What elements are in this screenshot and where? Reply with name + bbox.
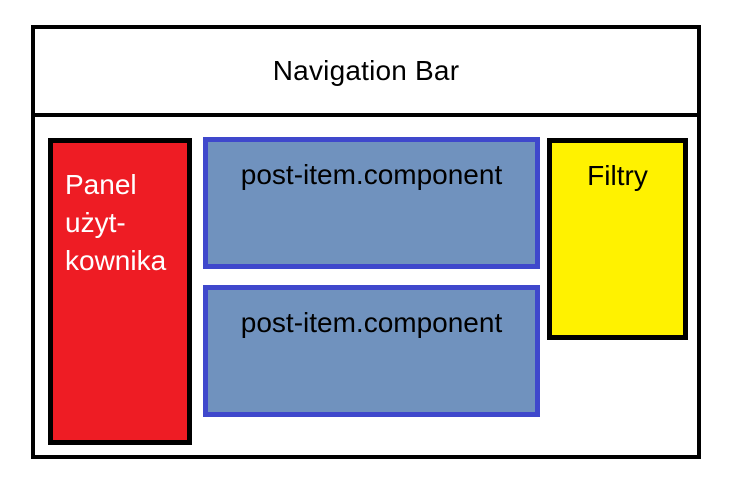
user-panel: Panel użyt- kownika [48,138,192,445]
user-panel-label-line-2: użyt- [65,207,126,238]
layout-frame: Navigation Bar Panel użyt- kownika post-… [31,25,701,459]
user-panel-label-line-1: Panel [65,169,137,200]
post-item-label: post-item.component [240,159,503,190]
navigation-bar: Navigation Bar [35,29,697,117]
post-item-label: post-item.component [240,307,503,338]
post-item-component: post-item.component [203,137,540,269]
filters-panel: Filtry [547,138,688,340]
user-panel-label-line-3: kownika [65,245,167,276]
navigation-bar-label: Navigation Bar [272,55,460,86]
filters-label: Filtry [587,160,648,191]
post-item-component: post-item.component [203,285,540,417]
